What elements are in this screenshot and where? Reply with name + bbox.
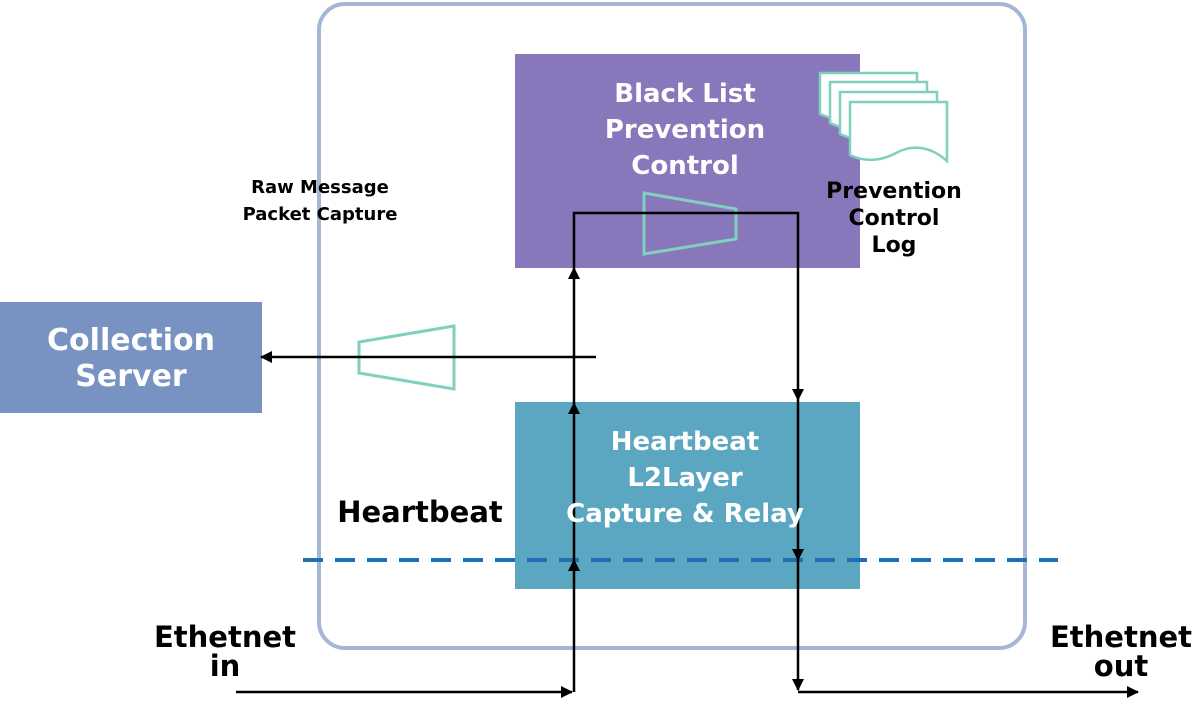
funnel-icon-left xyxy=(357,324,456,391)
collection-server-box xyxy=(0,302,262,413)
ethernet-out-label: Ethetnet out xyxy=(1049,620,1193,683)
blacklist-title: Black List Prevention Control xyxy=(604,79,766,181)
packet-capture-label: Raw Message Packet Capture xyxy=(242,177,398,225)
funnel-icon-upper xyxy=(642,191,738,256)
ethernet-in-label: Ethetnet in xyxy=(153,620,297,683)
blacklist-box xyxy=(515,54,860,268)
loop-line xyxy=(572,211,800,268)
heartbeat-label: Heartbeat xyxy=(337,495,503,529)
heartbeat-box-title: Heartbeat L2Layer Capture & Relay xyxy=(566,427,804,529)
document-stack-icon xyxy=(818,71,949,164)
flow-lines xyxy=(236,211,1139,698)
prevention-log-label: Prevention Control Log xyxy=(826,179,962,258)
collection-server-title: Collection Server xyxy=(47,323,215,394)
